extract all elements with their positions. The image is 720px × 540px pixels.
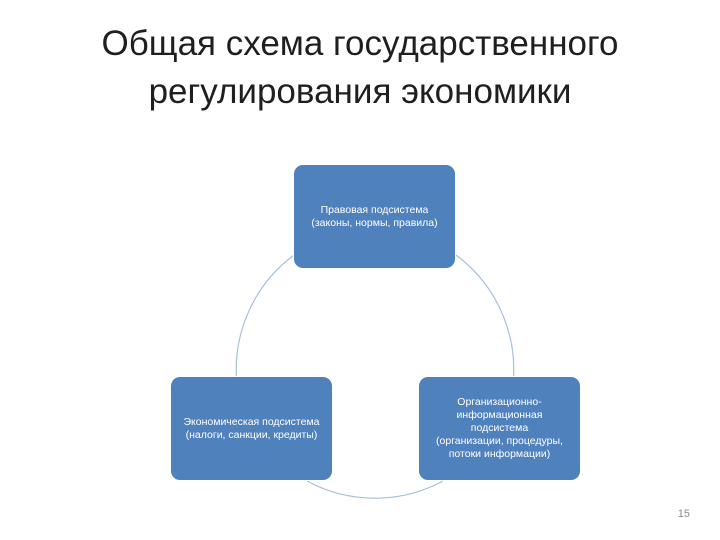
node-economic-subsystem: Экономическая подсистема (налоги, санкци… <box>170 376 333 481</box>
slide-title: Общая схема государственного регулирован… <box>40 20 680 116</box>
node-economic-line-2: (налоги, санкции, кредиты) <box>185 428 318 441</box>
connector-arc-top-right <box>455 254 515 393</box>
connector-arc-bottom <box>306 480 444 499</box>
node-org-line-4: (организации, процедуры, <box>436 435 563 447</box>
slide-title-line-1: Общая схема государственного <box>101 24 619 63</box>
node-org-line-5: потоки информации) <box>448 448 551 460</box>
slide-title-line-2: регулирования экономики <box>148 72 572 111</box>
node-legal-line-2: (законы, нормы, правила) <box>311 216 438 229</box>
node-legal-line-1: Правовая подсистема <box>320 203 429 216</box>
node-org-info-subsystem: Организационно- информационная подсистем… <box>418 376 581 481</box>
page-number: 15 <box>677 508 690 520</box>
node-economic-line-1: Экономическая подсистема <box>183 415 320 428</box>
node-org-line-3: подсистема <box>470 422 529 434</box>
connector-arc-left-top <box>235 254 295 393</box>
node-org-line-1: Организационно- <box>457 396 542 408</box>
node-org-line-2: информационная <box>456 409 543 421</box>
node-legal-subsystem: Правовая подсистема (законы, нормы, прав… <box>293 164 456 269</box>
